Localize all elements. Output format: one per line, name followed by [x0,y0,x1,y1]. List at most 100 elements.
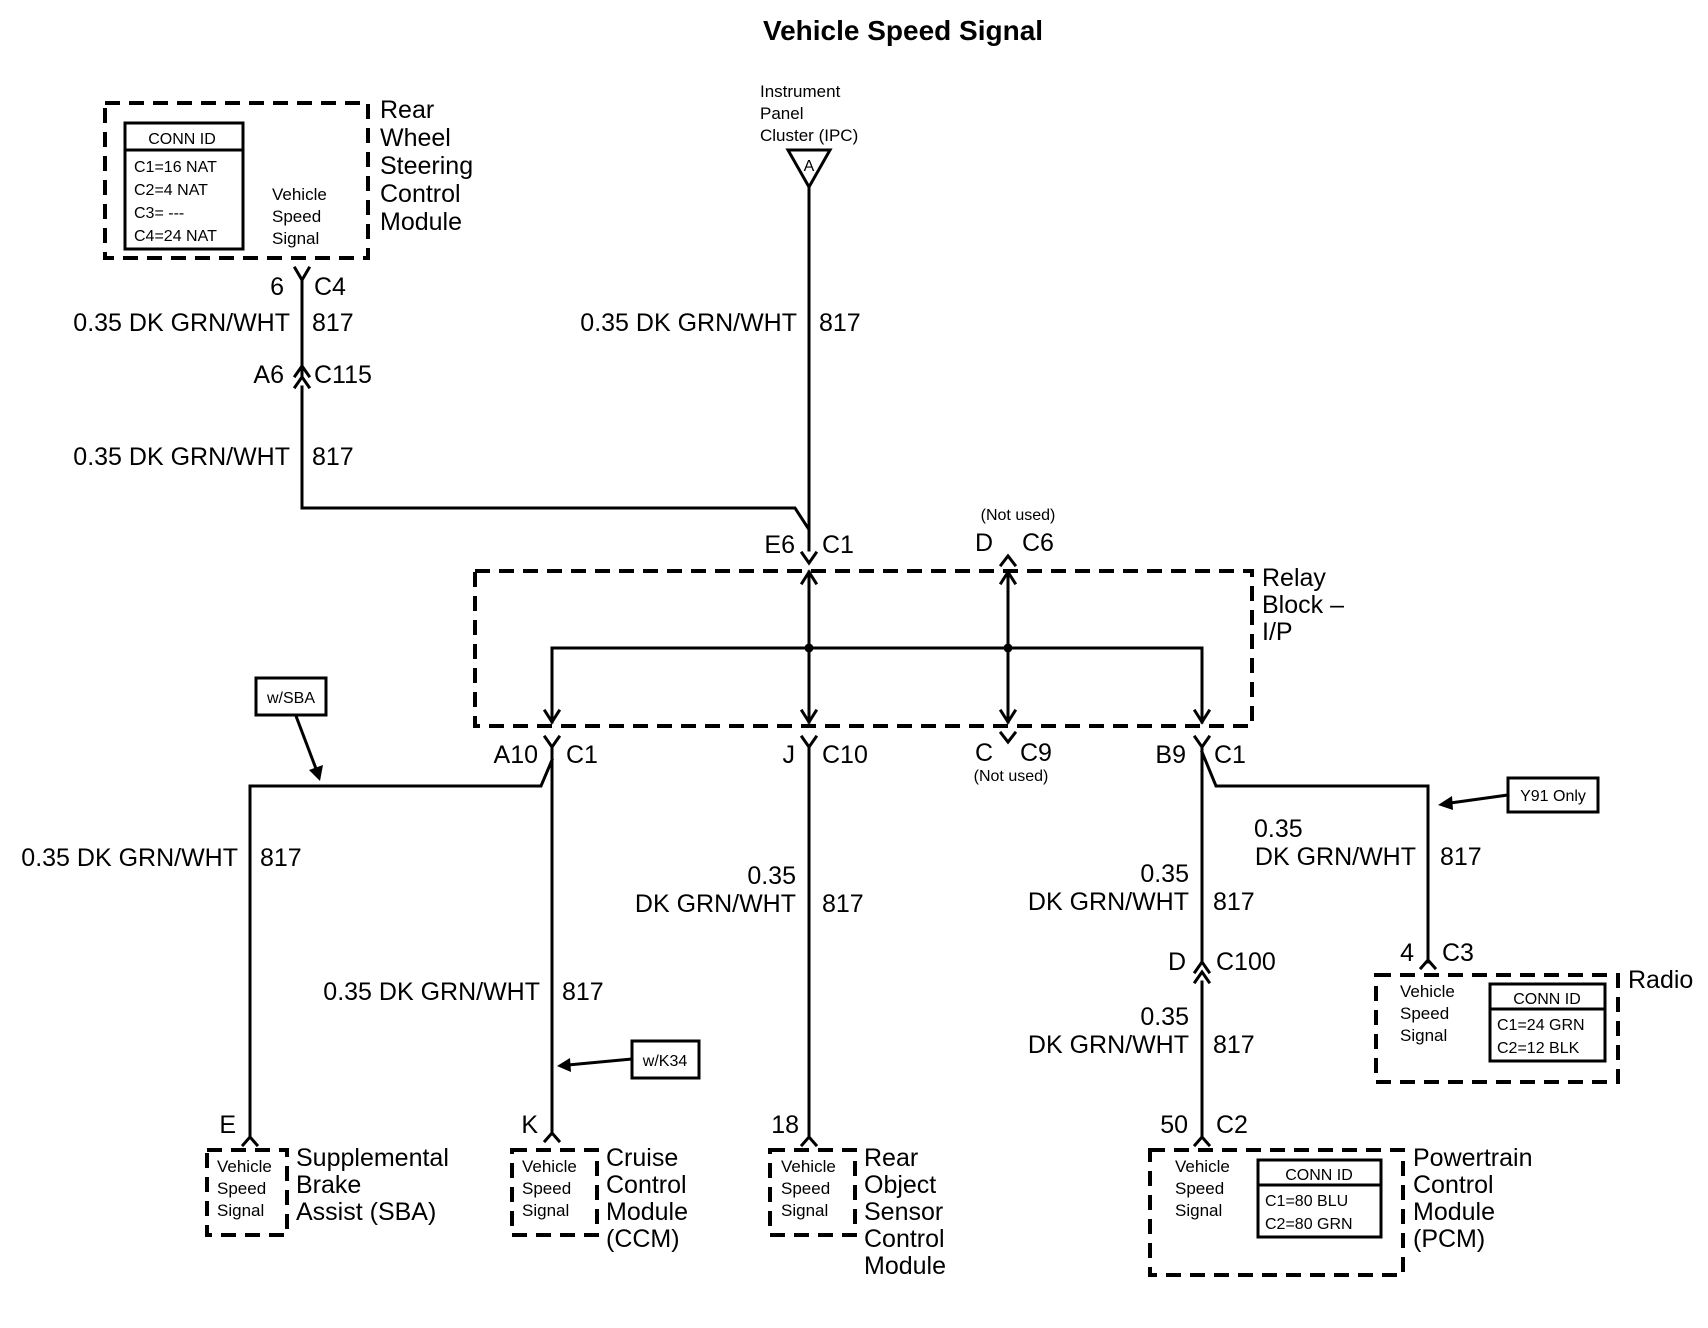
rwsc-conn-id-title: CONN ID [148,131,216,148]
sba-name: Supplemental [296,1144,449,1172]
c100-connector-label: C100 [1216,948,1276,976]
ccm-signal-label: Speed [522,1179,571,1198]
ccm-wire-color-label: 0.35 DK GRN/WHT [323,978,540,1006]
k34-option-pointer [566,1057,634,1067]
pcm-lower-wire-circuit-label: 817 [1213,1031,1255,1059]
radio-wire-circuit-label: 817 [1440,843,1482,871]
ccm-module: K Vehicle Speed Signal Cruise Control Mo… [510,1111,688,1253]
rwsc-connector-symbol [292,265,312,283]
y91-option-label: Y91 Only [1520,788,1586,805]
k34-option-label: w/K34 [642,1053,688,1070]
c115-wire-circuit-label: 817 [312,443,354,471]
pcm-conn-id-row: C1=80 BLU [1265,1193,1348,1210]
ccm-name: Control [606,1171,687,1199]
b9-branch: 0.35 DK GRN/WHT 817 0.35 DK GRN/WHT 817 … [1028,745,1600,1139]
sba-wire-circuit-label: 817 [260,844,302,872]
a10-connector-label: C1 [566,741,598,769]
relay-block-bottom-connectors: A10 C1 J C10 C C9 (Not used) B9 C1 [494,730,1246,785]
c115-connector-label: C115 [314,361,372,389]
radio-connector-symbol [1418,957,1438,971]
pcm-name: Module [1413,1198,1495,1226]
rwsc-signal-label: Speed [272,207,321,226]
radio-conn-id-row: C2=12 BLK [1497,1040,1580,1057]
c-pin-label: C [975,739,993,767]
rwsc-name: Control [380,180,461,208]
rosc-name: Control [864,1225,945,1253]
rwsc-conn-id-row: C1=16 NAT [134,159,217,176]
pcm-upper-wire-circuit-label: 817 [1213,888,1255,916]
arrow-down [542,708,562,725]
relay-block: Relay Block – I/P [473,564,1344,728]
c115-connector-symbol [292,363,312,379]
sba-module-outline [205,1148,289,1237]
rosc-module: 18 Vehicle Speed Signal Rear Object Sens… [768,1111,946,1280]
sba-signal-label: Speed [217,1179,266,1198]
c115-connector-symbol [292,374,312,390]
radio-conn-id-row: C1=24 GRN [1497,1017,1585,1034]
relay-block-outline [473,569,1254,728]
radio-name: Radio [1628,966,1693,994]
arrow-up [998,569,1018,586]
radio-wire-gauge-label: 0.35 [1254,815,1303,843]
ccm-name: Cruise [606,1144,678,1172]
rosc-name: Module [864,1252,946,1280]
ipc-module: Instrument Panel Cluster (IPC) A 0.35 DK… [580,82,861,552]
d-connector-label: C6 [1022,529,1054,557]
sba-signal-label: Vehicle [217,1157,272,1176]
radio-signal-label: Vehicle [1400,982,1455,1001]
a10-pin-label: A10 [494,741,538,769]
radio-conn-id-title: CONN ID [1513,991,1581,1008]
rwsc-name: Wheel [380,124,451,152]
c100-pin-label: D [1168,948,1186,976]
pcm-pin-label: 50 [1160,1111,1188,1139]
radio-module-outline [1374,973,1620,1084]
pcm-signal-label: Vehicle [1175,1157,1230,1176]
c100-connector-symbol [1192,969,1212,985]
sba-name: Assist (SBA) [296,1198,436,1226]
d-pin-label: D [975,529,993,557]
b9-connector-label: C1 [1214,741,1246,769]
sba-name: Brake [296,1171,361,1199]
relay-block-name: I/P [1262,618,1293,646]
arrow-down [998,708,1018,725]
pcm-module-outline [1148,1148,1405,1277]
relay-block-name: Block – [1262,591,1344,619]
rosc-wire-color-label: DK GRN/WHT [635,890,796,918]
rosc-connector-symbol [799,1134,819,1148]
sba-connector-symbol [240,1134,260,1148]
e6-connector-symbol [799,550,819,566]
ipc-marker-label: A [804,158,815,175]
sba-pin-label: E [219,1111,236,1139]
relay-block-name: Relay [1262,564,1326,592]
rosc-pin-label: 18 [771,1111,799,1139]
pcm-signal-label: Speed [1175,1179,1224,1198]
j-connector-label: C10 [822,741,868,769]
rosc-name: Sensor [864,1198,943,1226]
j-pin-label: J [783,741,796,769]
d-not-used-note: (Not used) [981,507,1056,524]
rwsc-wire-color-label: 0.35 DK GRN/WHT [73,309,290,337]
rosc-signal-label: Speed [781,1179,830,1198]
radio-conn-id-box [1488,982,1607,1063]
sba-wire-color-label: 0.35 DK GRN/WHT [21,844,238,872]
pcm-name: (PCM) [1413,1225,1485,1253]
ccm-pin-label: K [521,1111,538,1139]
rosc-name: Rear [864,1144,918,1172]
rwsc-name: Rear [380,96,434,124]
pcm-conn-id-row: C2=80 GRN [1265,1216,1353,1233]
ipc-wire-color-label: 0.35 DK GRN/WHT [580,309,797,337]
ccm-module-outline [510,1148,599,1237]
pcm-connector-label: C2 [1216,1111,1248,1139]
rosc-name: Object [864,1171,936,1199]
rwsc-signal-label: Vehicle [272,185,327,204]
ccm-name: Module [606,1198,688,1226]
rosc-wire-gauge-label: 0.35 [747,862,796,890]
sba-signal-label: Signal [217,1201,264,1220]
a10-branch: 0.35 DK GRN/WHT 817 0.35 DK GRN/WHT 817 … [21,676,701,1139]
radio-wire-color-label: DK GRN/WHT [1255,843,1416,871]
rosc-signal-label: Signal [781,1201,828,1220]
e6-pin-label: E6 [764,531,795,559]
ipc-name: Panel [760,104,803,123]
